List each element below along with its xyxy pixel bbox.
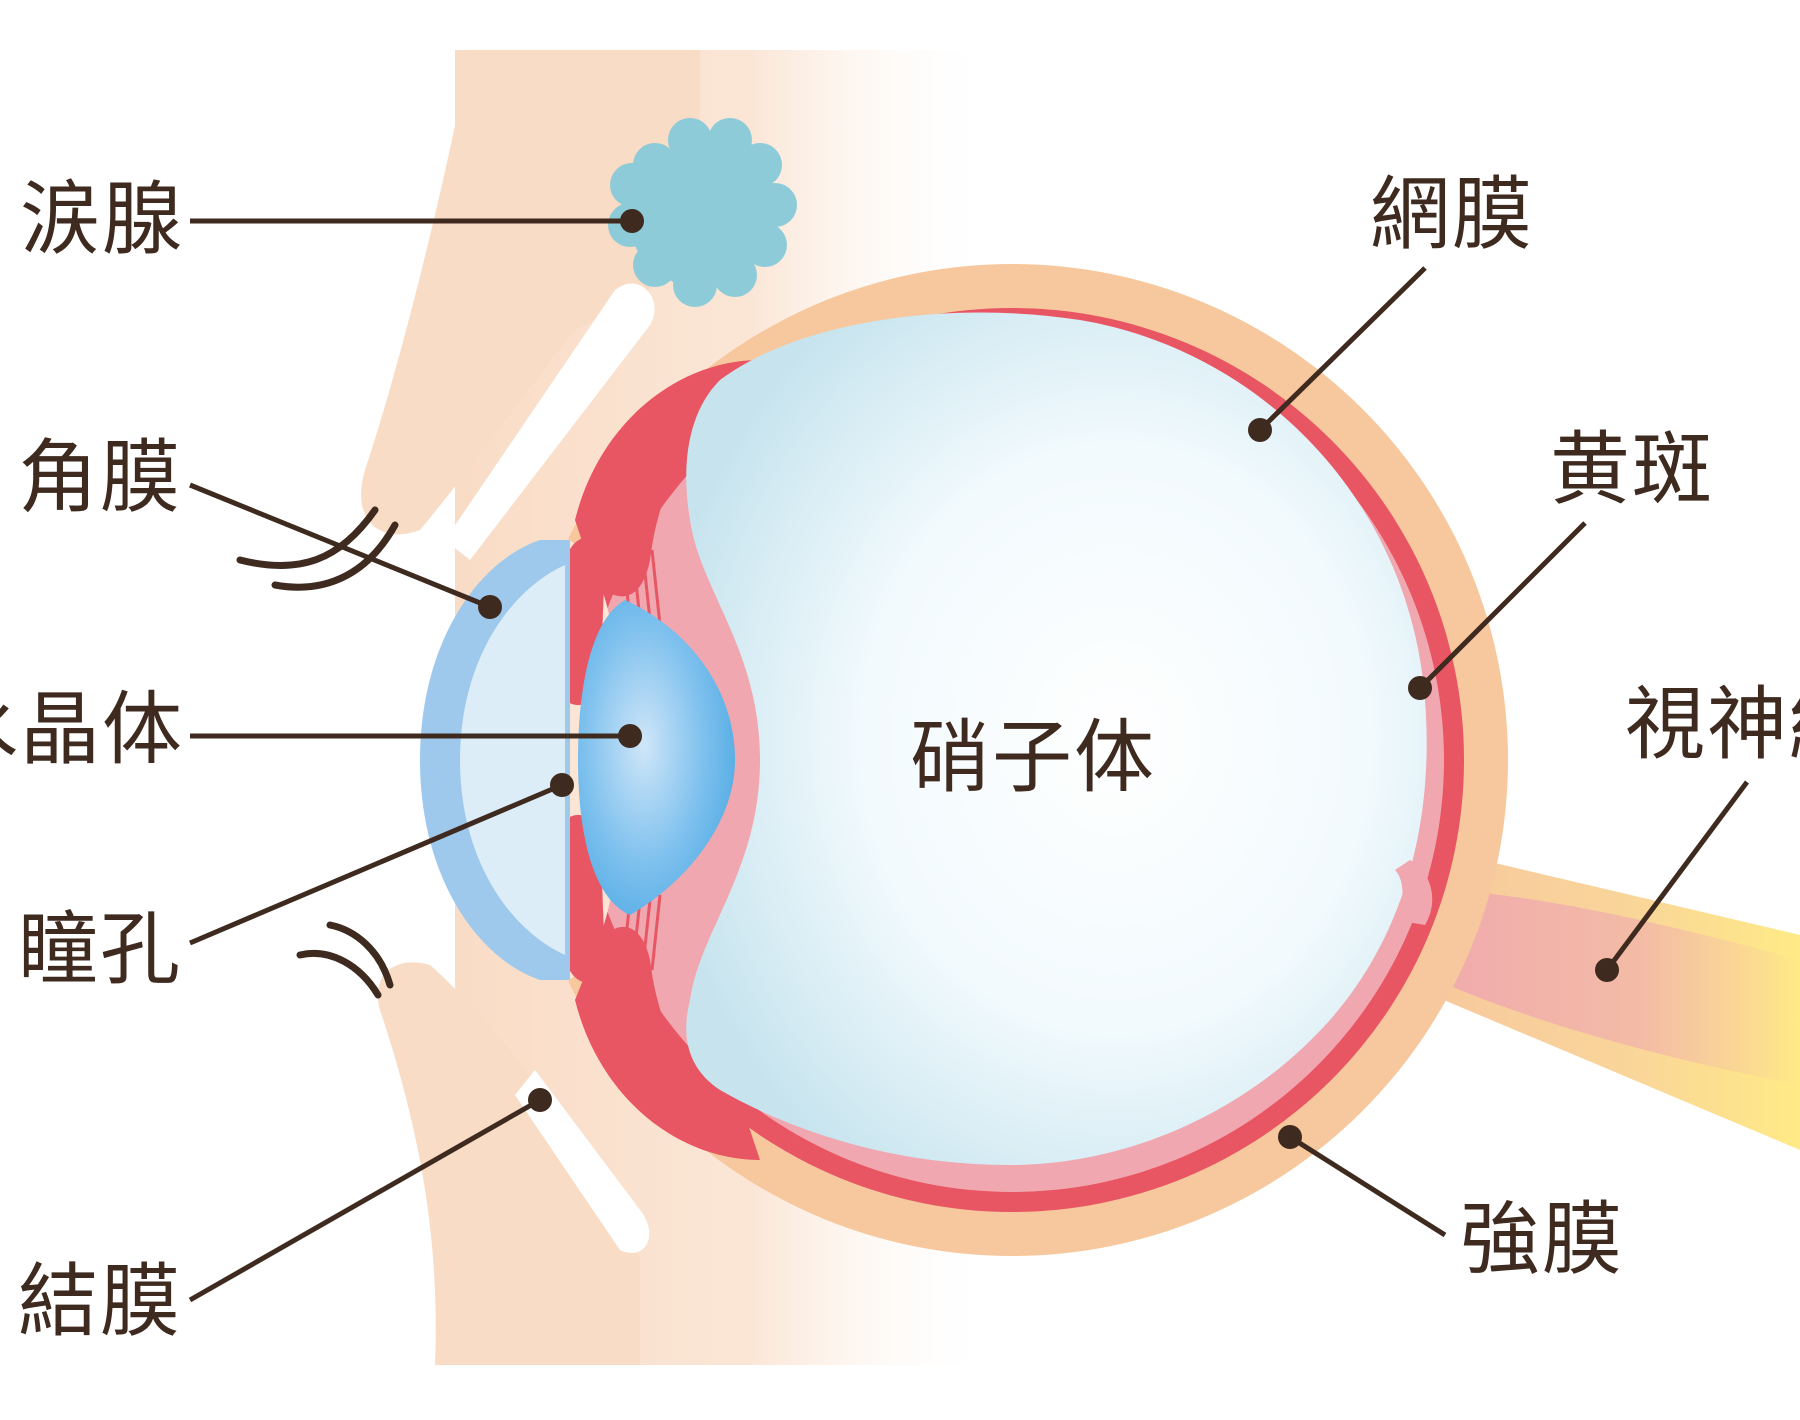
label-vitreous: 硝子体	[910, 711, 1156, 804]
optic-disc	[1395, 860, 1433, 925]
label-retina: 網膜	[1370, 168, 1534, 261]
lower-eyelid	[377, 962, 640, 1365]
lower-ciliary-body	[575, 926, 760, 1160]
crystalline-lens	[578, 600, 735, 915]
label-optic-nerve: 視神経	[1625, 678, 1800, 771]
upper-fornix	[445, 283, 655, 560]
label-pupil: 瞳孔	[18, 903, 182, 996]
leader-lines	[188, 218, 1750, 1303]
leader-dots	[478, 209, 1619, 1149]
label-conjunctiva: 結膜	[18, 1255, 182, 1348]
label-lacrimal-gland: 涙腺	[20, 173, 184, 266]
label-lens: 水晶体	[0, 683, 184, 776]
vitreous-body	[686, 312, 1427, 1165]
lower-fornix	[515, 1070, 650, 1253]
eyelashes	[236, 506, 399, 999]
optic-nerve-core	[1395, 889, 1800, 1085]
cornea-inner	[460, 565, 565, 955]
label-cornea: 角膜	[18, 431, 182, 524]
label-sclera: 強膜	[1460, 1193, 1624, 1286]
lacrimal-gland	[608, 118, 797, 307]
label-macula: 黄斑	[1550, 423, 1714, 516]
